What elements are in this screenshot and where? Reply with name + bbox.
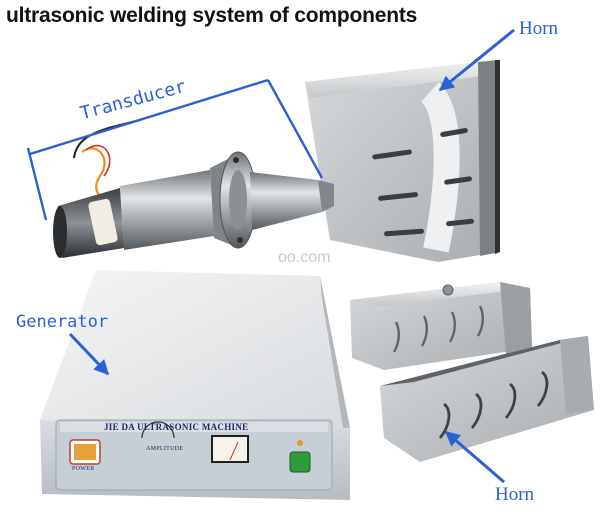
arrow-generator (68, 332, 110, 376)
generator-brand-text: JIE DA ULTRASONIC MACHINE (104, 422, 249, 432)
callout-arrows (68, 28, 515, 484)
horn-top-block (305, 60, 500, 262)
arrow-horn-top (438, 28, 515, 92)
generator-amplitude-text: AMPLITUDE (146, 446, 184, 452)
label-horn-bottom: Horn (495, 484, 535, 505)
label-generator: Generator (16, 312, 109, 332)
diagram-title: ultrasonic welding system of components (6, 4, 418, 27)
arrow-horn-bottom (444, 430, 505, 484)
horn-bottom-pair (350, 282, 594, 462)
transducer-bracket (26, 78, 324, 221)
transducer-assembly (53, 119, 334, 258)
generator-unit (40, 270, 350, 500)
watermark-text: oo.com (278, 249, 331, 266)
label-horn-top: Horn (519, 18, 559, 39)
generator-power-text: POWER (72, 466, 95, 472)
